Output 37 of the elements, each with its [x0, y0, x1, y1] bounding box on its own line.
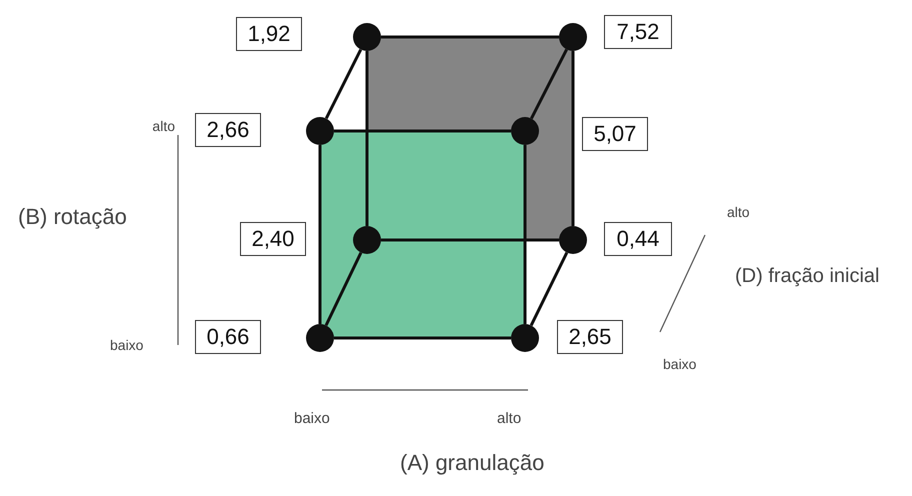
cube-edge: [334, 336, 511, 340]
cube-edge: [334, 130, 511, 132]
level-label: alto: [497, 410, 522, 427]
level-label: baixo: [110, 337, 144, 353]
value-box: 1,92: [236, 17, 302, 51]
level-label: baixo: [663, 356, 696, 372]
vertex-dot: [511, 117, 539, 145]
cube-edge: [324, 48, 362, 120]
axis-title: (D) fração inicial: [735, 265, 880, 288]
value-box: 5,07: [582, 117, 648, 151]
cube-edge: [381, 36, 559, 38]
value-box: 2,66: [195, 113, 261, 147]
cube-edge: [318, 145, 322, 324]
cube-edge: [530, 48, 568, 120]
vertex-dot: [559, 23, 587, 51]
value-box: 0,44: [604, 222, 672, 256]
value-box: 0,66: [195, 320, 261, 354]
axis-title: (A) granulação: [400, 450, 544, 476]
vertex-dot: [353, 226, 381, 254]
cube-edge: [572, 51, 574, 226]
cube-edge: [524, 145, 526, 324]
vertex-dot: [559, 226, 587, 254]
level-label: alto: [727, 204, 750, 220]
value-box: 2,40: [240, 222, 306, 256]
cube-edge: [366, 51, 368, 226]
vertex-dot: [353, 23, 381, 51]
axis-title: (B) rotação: [18, 204, 127, 230]
vertex-dot: [306, 117, 334, 145]
vertex-dot: [306, 324, 334, 352]
cube-edge: [381, 238, 559, 242]
level-label: alto: [152, 118, 175, 134]
value-box: 2,65: [557, 320, 623, 354]
cube-edge: [324, 252, 362, 326]
cube-edge: [530, 252, 568, 326]
value-box: 7,52: [604, 15, 672, 49]
vertex-dot: [511, 324, 539, 352]
level-label: baixo: [294, 410, 330, 427]
